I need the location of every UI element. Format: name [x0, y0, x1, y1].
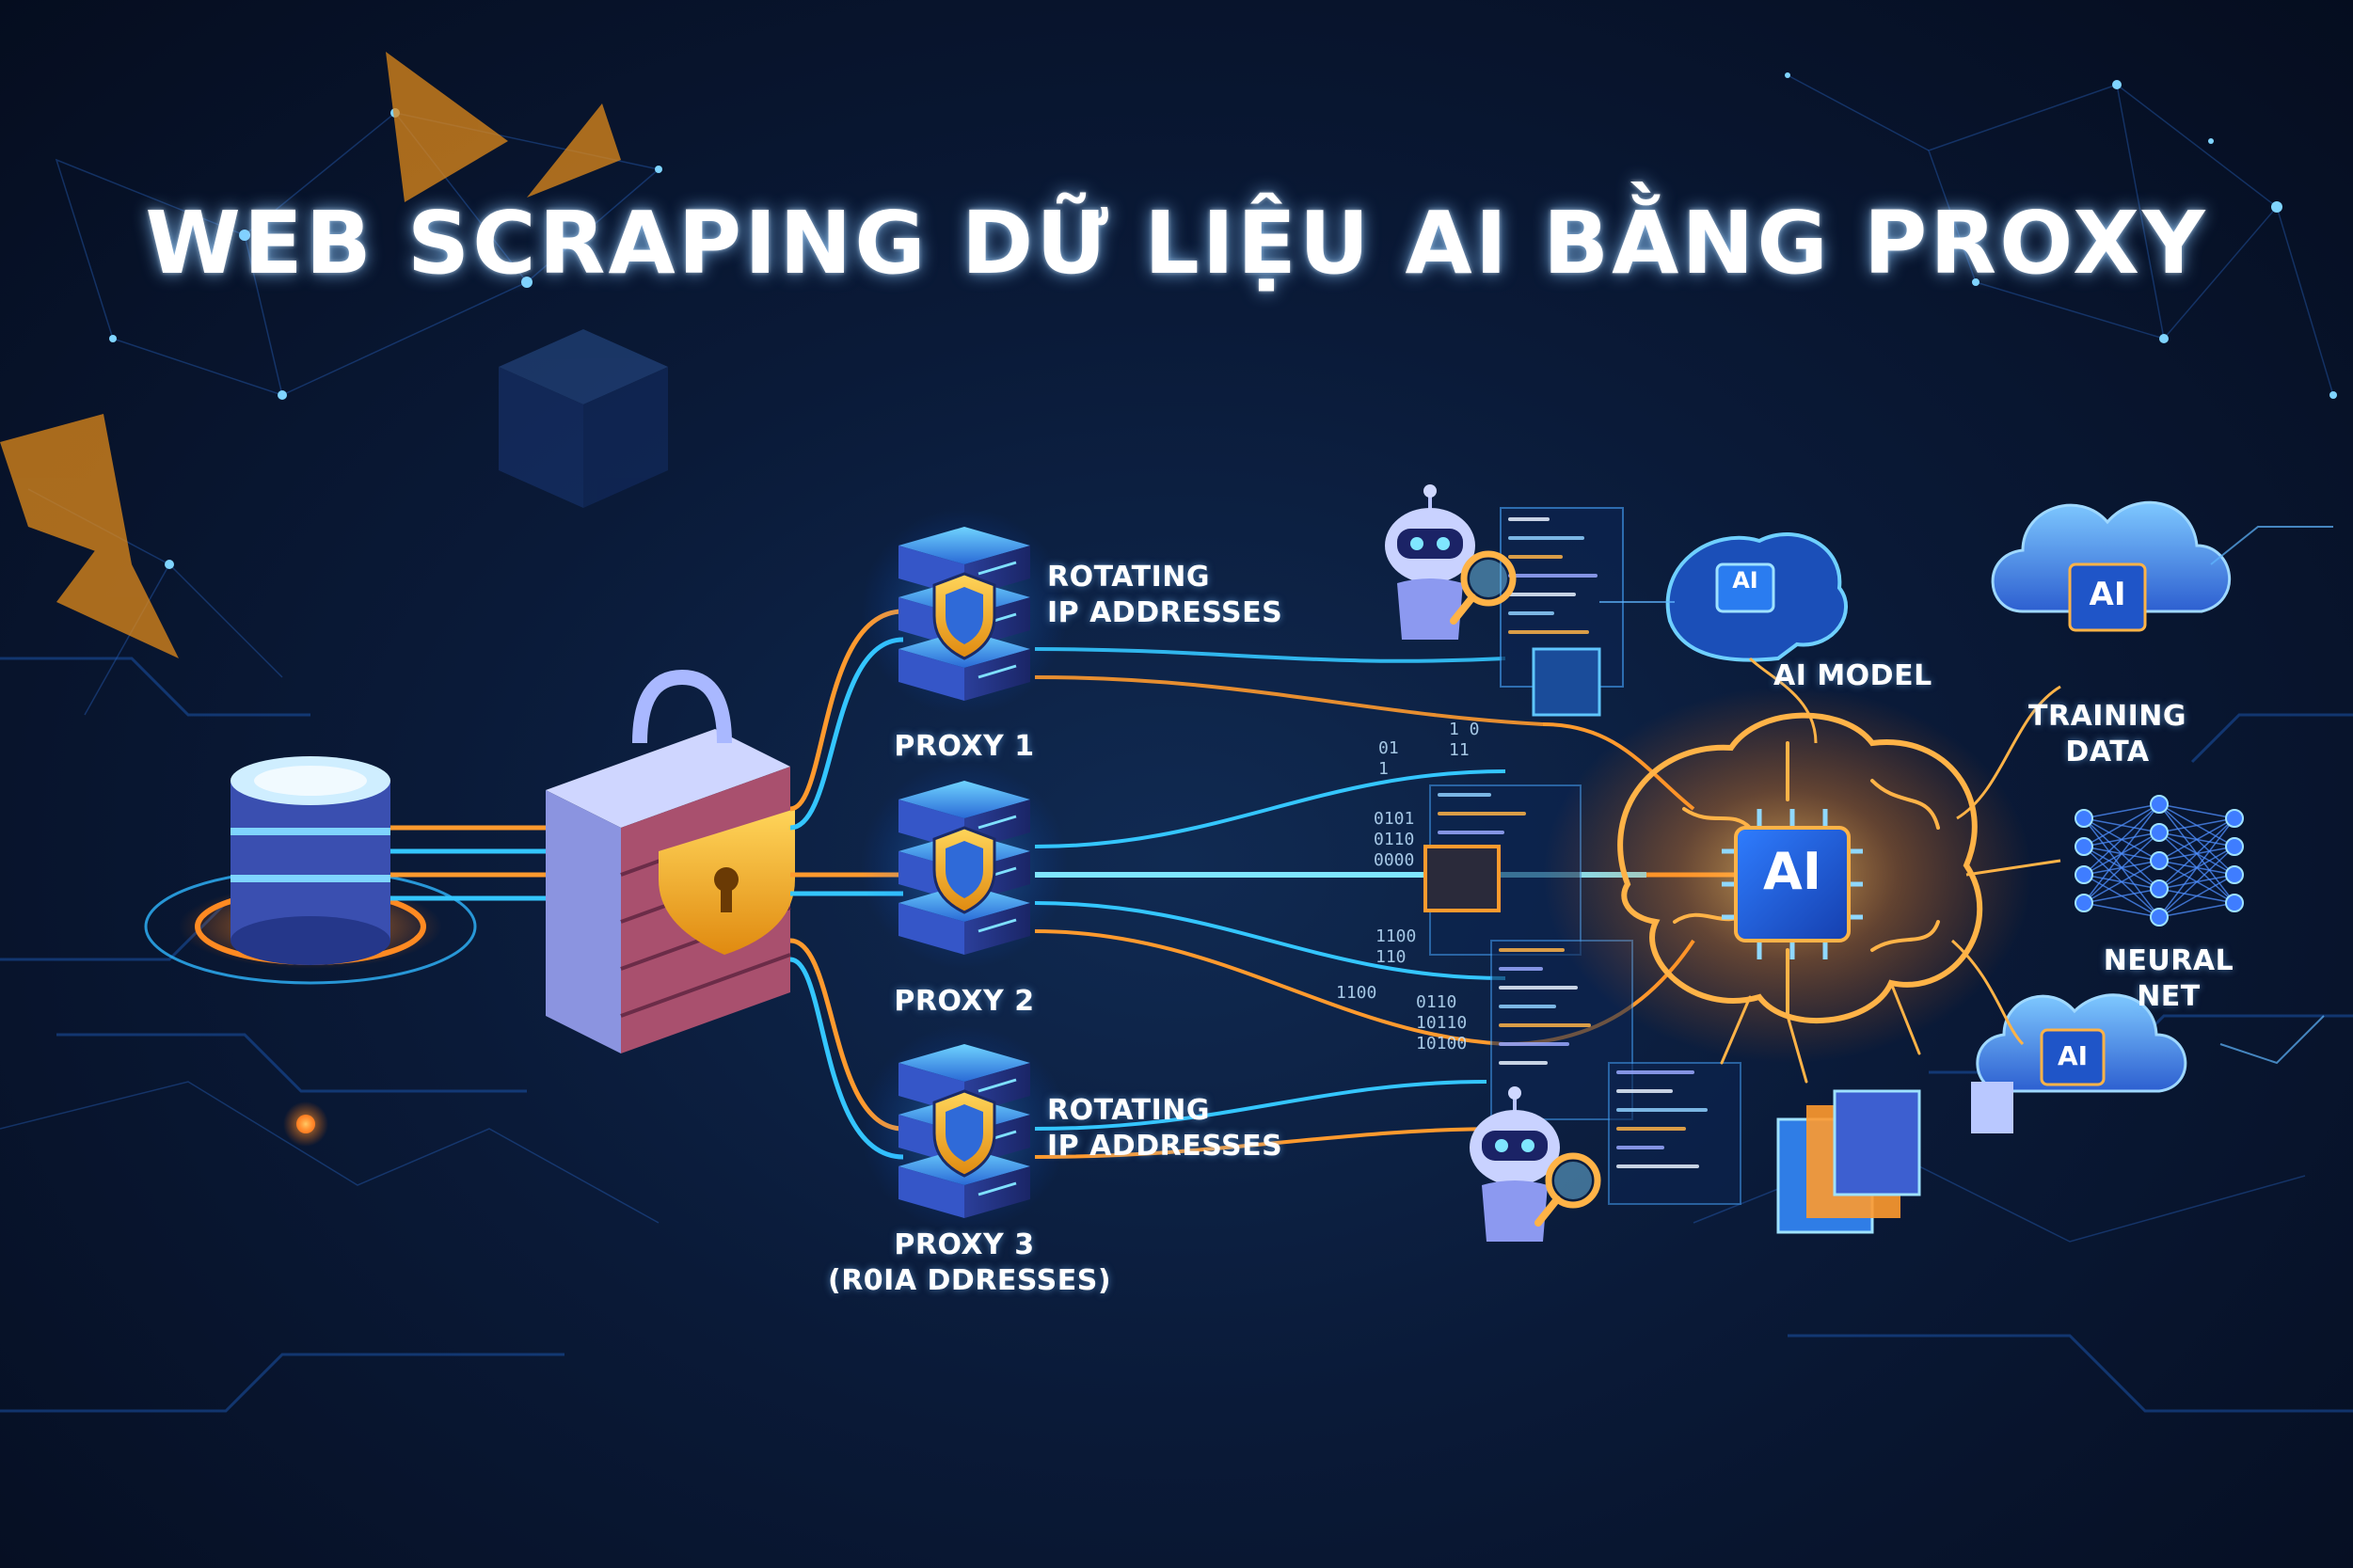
proxy-3-sub: (R0IA DDRESSES): [828, 1264, 1112, 1297]
code-lines: [1438, 517, 1708, 1168]
proxy-1-label: PROXY 1: [894, 730, 1035, 763]
neural-link: [2158, 817, 2235, 918]
proxy-server-1: [861, 508, 1068, 715]
robot-icon: [1470, 1086, 1601, 1242]
proxy-3-note-line-1: ROTATING: [1047, 1094, 1210, 1127]
training-data-line-1: TRAINING: [2028, 700, 2186, 733]
brain-outputs: [1748, 657, 2061, 1046]
training-data-cloud-icon: [1991, 500, 2232, 632]
neural-link: [2083, 803, 2160, 847]
binary-snippet: 0110 10110 10100: [1416, 992, 1468, 1053]
ai-model-head-icon: [1665, 532, 1848, 662]
binary-snippet: 0101 0110 0000: [1374, 809, 1415, 870]
proxy-1-note-line-1: ROTATING: [1047, 561, 1210, 594]
lock-shield-icon: [659, 809, 795, 955]
neural-link: [2083, 902, 2160, 918]
neural-net-icon: [2075, 795, 2244, 927]
page-title: WEB SCRAPING DỮ LIỆU AI BẰNG PROXY: [145, 193, 2208, 293]
neural-link: [2158, 817, 2235, 890]
ai-cloud-icon: [1976, 993, 2187, 1093]
neural-link: [2083, 860, 2160, 904]
neural-link: [2158, 803, 2235, 819]
code-panel-lower: [1608, 1062, 1741, 1205]
neural-node: [2075, 837, 2093, 856]
proxy-3-label: PROXY 3 (R0IA DDRESSES): [828, 1227, 1112, 1299]
neural-node: [2075, 865, 2093, 884]
database-icon: [231, 756, 390, 965]
neural-link: [2083, 803, 2160, 904]
neural-link: [2083, 803, 2160, 876]
neural-link: [2083, 888, 2160, 904]
magnifier-icon: [1545, 1152, 1601, 1209]
blue-links: [1599, 526, 2333, 1065]
binary-snippet: 1100: [1336, 983, 1377, 1003]
scraper-robots: [1385, 484, 1601, 1242]
neural-net-label: NEURAL NET: [2084, 943, 2253, 1015]
neural-node: [2150, 908, 2169, 927]
proxy-3-note-line-2: IP ADDRESSES: [1047, 1130, 1283, 1163]
ai-model-label: AI MODEL: [1773, 659, 1932, 692]
proxy-3-name: PROXY 3: [894, 1228, 1035, 1261]
proxy-1-note-line-2: IP ADDRESSES: [1047, 596, 1283, 629]
brain-icon: [1617, 712, 1983, 1084]
decor-cube: [499, 329, 668, 508]
training-data-label: TRAINING DATA: [2023, 699, 2192, 770]
neural-net-line-2: NET: [2137, 980, 2201, 1013]
neural-link: [2158, 817, 2235, 862]
cloud-chip-label: AI: [2057, 1040, 2089, 1071]
neural-link: [2083, 832, 2160, 904]
proxy-3-note: ROTATING IP ADDRESSES: [1047, 1093, 1282, 1164]
decor-triangles: [0, 52, 621, 658]
neural-node: [2150, 795, 2169, 814]
proxy-server-2: [861, 762, 1068, 969]
binary-snippet: 01 1: [1378, 738, 1399, 779]
neural-node: [2150, 823, 2169, 842]
neural-node: [2075, 894, 2093, 912]
training-data-line-2: DATA: [2065, 736, 2150, 768]
neural-link: [2158, 902, 2235, 918]
db-firewall-links: [390, 825, 564, 901]
neural-node: [2225, 809, 2244, 828]
proxy-1-note: ROTATING IP ADDRESSES: [1047, 560, 1282, 631]
ai-chip-icon: [1722, 809, 1863, 959]
neural-link: [2158, 817, 2235, 833]
binary-snippet: 1 0 11: [1449, 720, 1480, 760]
neural-node: [2150, 879, 2169, 898]
neural-node: [2225, 894, 2244, 912]
neural-link: [2158, 846, 2235, 918]
neural-net-line-1: NEURAL: [2103, 944, 2234, 977]
training-chip-label: AI: [2089, 576, 2126, 613]
proxy-server-3: [861, 1025, 1068, 1232]
neural-node: [2075, 809, 2093, 828]
binary-snippet: 1100 110: [1375, 927, 1417, 967]
neural-link: [2083, 803, 2160, 819]
proxy-2-label: PROXY 2: [894, 985, 1035, 1018]
neural-node: [2225, 837, 2244, 856]
magnifier-icon: [1460, 550, 1517, 607]
neural-node: [2225, 865, 2244, 884]
neural-node: [2150, 851, 2169, 870]
ai-chip-label: AI: [1763, 842, 1821, 901]
proxy-servers: [861, 508, 1068, 1232]
ai-model-chip-label: AI: [1732, 567, 1758, 594]
document-cards: [1776, 1082, 2013, 1234]
neural-link: [2158, 874, 2235, 918]
robot-icon: [1385, 484, 1517, 640]
